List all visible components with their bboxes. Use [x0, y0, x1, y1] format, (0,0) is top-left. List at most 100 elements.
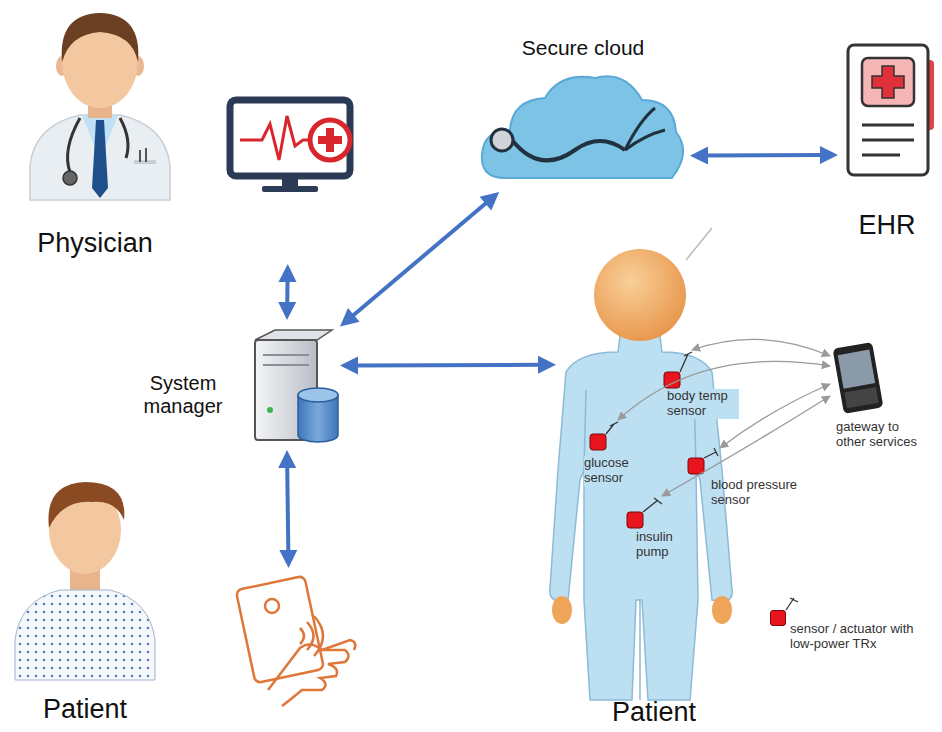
sensor-patches-part [643, 498, 662, 512]
node-label: Physician [20, 228, 170, 259]
sensor-patches-part [627, 512, 643, 528]
phone-icon-part [838, 350, 875, 389]
server-icon-part [255, 330, 332, 340]
arrow-head [340, 308, 360, 326]
actor-node: System manager [128, 320, 340, 450]
sensor-patches [590, 352, 718, 528]
card-reader-icon-part [236, 576, 324, 683]
server-icon [255, 330, 338, 442]
sensor-patches-part [688, 458, 704, 474]
phone-icon-part [833, 342, 884, 414]
connector [278, 264, 296, 320]
actor-node: Physician [20, 88, 370, 264]
arrow-head [480, 192, 500, 210]
ehr-document-icon-part [862, 58, 914, 106]
cloud-icon-part [625, 130, 665, 150]
sensor-label: body temp sensor [667, 389, 739, 419]
phone-icon-part [844, 387, 878, 408]
cloud-icon [482, 76, 683, 178]
ehr-document-icon [848, 45, 934, 175]
ehr-document-icon-part [862, 139, 914, 142]
node-label: Secure cloud [478, 36, 688, 60]
node-label: EHR [838, 210, 936, 241]
physician-icon [30, 13, 170, 200]
sensor-label: gateway to other services [836, 420, 928, 450]
connector [340, 192, 499, 327]
ehr-document-icon-part [848, 45, 928, 175]
physician-icon-part [92, 120, 108, 198]
connector [278, 450, 297, 568]
arrow-head [279, 264, 297, 282]
wireless-link-part [692, 339, 830, 356]
actor-node: EHR [838, 34, 938, 250]
connector-line [704, 153, 824, 158]
legend-text: sensor / actuator with low-power TRx [790, 622, 915, 652]
cloud-icon-part [625, 108, 655, 150]
arrow-head [340, 356, 358, 374]
node-label: Patient [10, 694, 160, 725]
wireless-link-part [618, 361, 830, 420]
patient-figure-part [552, 596, 572, 624]
arrow-head [820, 146, 838, 164]
legend-antenna [786, 598, 798, 610]
ehr-document-icon-part [872, 66, 904, 98]
server-icon-part [298, 388, 338, 402]
physician-icon-part [30, 115, 170, 200]
monitor-icon [230, 100, 350, 192]
cloud-icon-part [491, 129, 513, 151]
arrow-head [538, 356, 556, 374]
ehr-document-icon-part [862, 154, 900, 157]
patient-icon-part [15, 590, 155, 680]
legend-swatch [770, 610, 786, 626]
monitor-icon-part [310, 120, 350, 160]
actor-node: Patient [10, 568, 368, 730]
arrow-head [690, 147, 708, 165]
node-label: Patient [556, 697, 752, 728]
node-label: System manager [128, 372, 238, 418]
connector [340, 356, 556, 375]
connector-line [351, 201, 489, 317]
phone-icon [833, 342, 884, 414]
sensor-patches-part [704, 448, 718, 458]
patient-figure-part [584, 390, 696, 700]
physician-icon-part [120, 118, 128, 158]
connector-line [287, 464, 288, 554]
server-icon-part [263, 354, 309, 356]
actor-node: Secure cloud [478, 34, 690, 192]
cloud-icon-part [482, 76, 683, 178]
connector [690, 146, 838, 165]
sensor-label: glucose sensor [584, 456, 644, 486]
sensor-patches-part [590, 434, 606, 450]
card-reader-icon-part [268, 644, 349, 706]
cloud-icon-part [512, 140, 625, 160]
sensor-patches-part [680, 352, 692, 372]
monitor-icon-part [230, 100, 350, 176]
patient-figure-part [686, 228, 712, 260]
card-reader-icon [236, 576, 356, 706]
sensor-label: blood pressure sensor [711, 478, 811, 508]
patient-figure-part [594, 249, 686, 341]
patient-figure-part [712, 596, 732, 624]
arrow-head [278, 302, 296, 320]
monitor-icon-part [262, 186, 318, 192]
arrow-head [279, 550, 297, 568]
physician-icon-part [139, 150, 141, 162]
connector-line [285, 278, 289, 306]
card-reader-icon-part [265, 599, 279, 613]
sensor-patches-part [606, 422, 618, 434]
patient-icon-part [48, 482, 124, 528]
card-reader-icon-part [300, 616, 323, 656]
sensor-label: insulin pump [636, 530, 692, 560]
arrow-head [278, 450, 296, 468]
monitor-icon-part [318, 128, 342, 152]
wireless-link [618, 339, 830, 496]
patient-icon-part [15, 590, 155, 680]
ehr-document-icon-part [862, 124, 914, 127]
patient-figure [550, 228, 733, 700]
connector-line [354, 363, 542, 368]
patient-icon [15, 482, 155, 680]
physician-icon-part [68, 118, 80, 172]
server-icon-part [267, 407, 273, 413]
monitor-icon-part [240, 116, 310, 160]
